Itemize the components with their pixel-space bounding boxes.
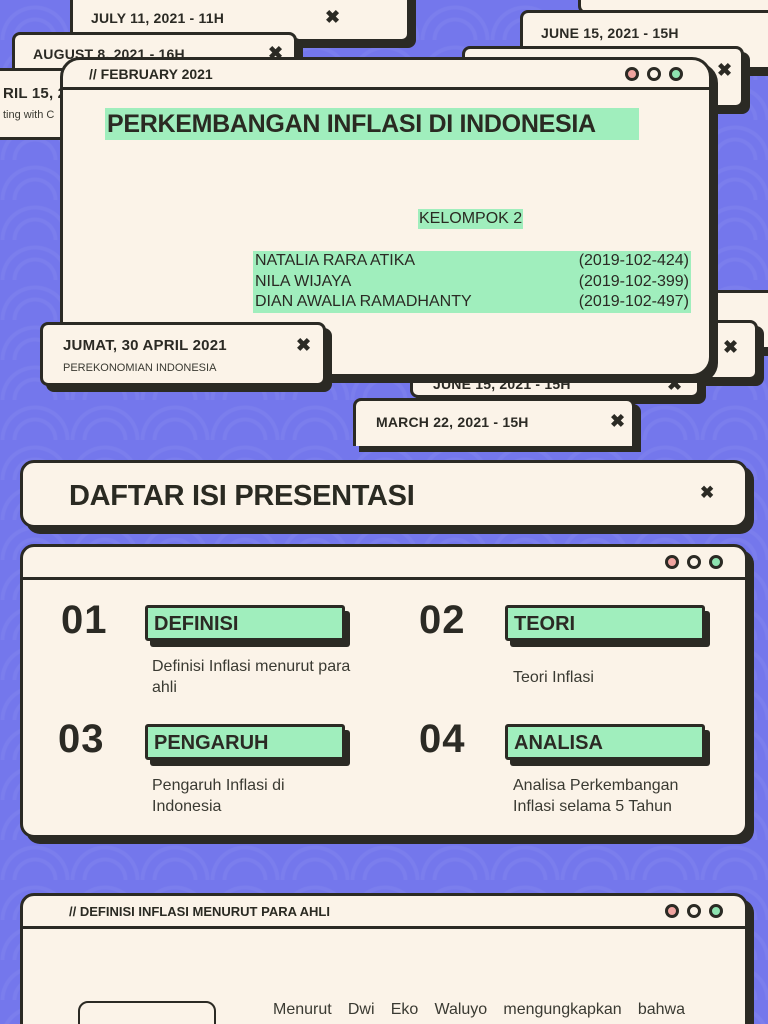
toc-item-definisi[interactable]: DEFINISI [145,605,345,641]
title-window-header: // FEBRUARY 2021 [63,60,709,90]
member-name: DIAN AWALIA RAMADHANTY [255,293,472,310]
toc-item-pengaruh[interactable]: PENGARUH [145,724,345,760]
member-row: NILA WIJAYA (2019-102-399) [253,272,691,293]
toc-description: Pengaruh Inflasi di Indonesia [152,777,285,815]
definition-window-header: // DEFINISI INFLASI MENURUT PARA AHLI [23,896,745,929]
window-controls [665,555,723,569]
close-icon[interactable]: ✖ [700,483,715,502]
group-label: KELOMPOK 2 [418,209,524,229]
toc-number: 02 [419,598,466,642]
toc-description: Teori Inflasi [513,669,594,686]
toc-number: 04 [419,717,466,761]
date-card: JUMAT, 30 APRIL 2021 ✖ PEREKONOMIAN INDO… [40,322,326,386]
member-id: (2019-102-399) [578,272,689,290]
toc-window: 01 DEFINISI Definisi Inflasi menurut par… [20,544,748,838]
close-dot-icon[interactable] [665,555,679,569]
window-controls [625,67,683,81]
toc-window-header [23,547,745,580]
close-dot-icon[interactable] [625,67,639,81]
minimize-dot-icon[interactable] [687,555,701,569]
member-row: DIAN AWALIA RAMADHANTY (2019-102-497) [253,292,691,313]
maximize-dot-icon[interactable] [669,67,683,81]
maximize-dot-icon[interactable] [709,904,723,918]
presentation-date: JUMAT, 30 APRIL 2021 [63,337,227,354]
member-name: NILA WIJAYA [255,272,352,290]
member-row: NATALIA RARA ATIKA (2019-102-424) [253,251,691,272]
toc-number: 01 [61,598,108,642]
event-card-march: MARCH 22, 2021 - 15H ✖ [353,398,635,446]
member-id: (2019-102-497) [578,293,689,310]
definition-window: // DEFINISI INFLASI MENURUT PARA AHLI Me… [20,893,748,1024]
toc-description: Analisa Perkembangan Inflasi selama 5 Ta… [513,777,679,815]
close-icon[interactable]: ✖ [667,374,683,394]
event-date: JUNE 15, 2021 - 15H [541,25,679,41]
event-date: JUNE 15, 2021 - 15H [433,376,571,392]
close-icon[interactable]: ✖ [610,411,626,431]
close-icon[interactable]: ✖ [325,7,341,27]
member-list: NATALIA RARA ATIKA (2019-102-424) NILA W… [253,251,691,313]
title-window: // FEBRUARY 2021 PERKEMBANGAN INFLASI DI… [60,57,712,377]
close-icon[interactable]: ✖ [296,335,312,355]
event-sub: ting with C [3,109,55,121]
close-icon[interactable]: ✖ [717,60,733,80]
member-id: (2019-102-424) [578,252,689,269]
minimize-dot-icon[interactable] [647,67,661,81]
image-placeholder-frame [78,1001,216,1024]
toc-description: Definisi Inflasi menurut para ahli [152,658,351,696]
toc-item-teori[interactable]: TEORI [505,605,705,641]
window-controls [665,904,723,918]
window-header-label: // FEBRUARY 2021 [89,66,213,82]
close-dot-icon[interactable] [665,904,679,918]
event-date: RIL 15, 2 [3,85,67,102]
event-date: JULY 11, 2021 - 11H [91,10,225,26]
presentation-title: PERKEMBANGAN INFLASI DI INDONESIA [105,108,639,140]
window-header-label: // DEFINISI INFLASI MENURUT PARA AHLI [69,904,330,919]
toc-number: 03 [58,717,105,761]
toc-title: DAFTAR ISI PRESENTASI [69,480,415,512]
toc-item-analisa[interactable]: ANALISA [505,724,705,760]
close-icon[interactable]: ✖ [723,337,739,357]
minimize-dot-icon[interactable] [687,904,701,918]
member-name: NATALIA RARA ATIKA [255,252,416,269]
course-subject: PEREKONOMIAN INDONESIA [63,362,217,374]
maximize-dot-icon[interactable] [709,555,723,569]
definition-text: Menurut Dwi Eko Waluyo mengungkapkan bah… [273,1001,685,1018]
toc-header-window: DAFTAR ISI PRESENTASI ✖ [20,460,748,528]
event-date: MARCH 22, 2021 - 15H [376,414,529,430]
